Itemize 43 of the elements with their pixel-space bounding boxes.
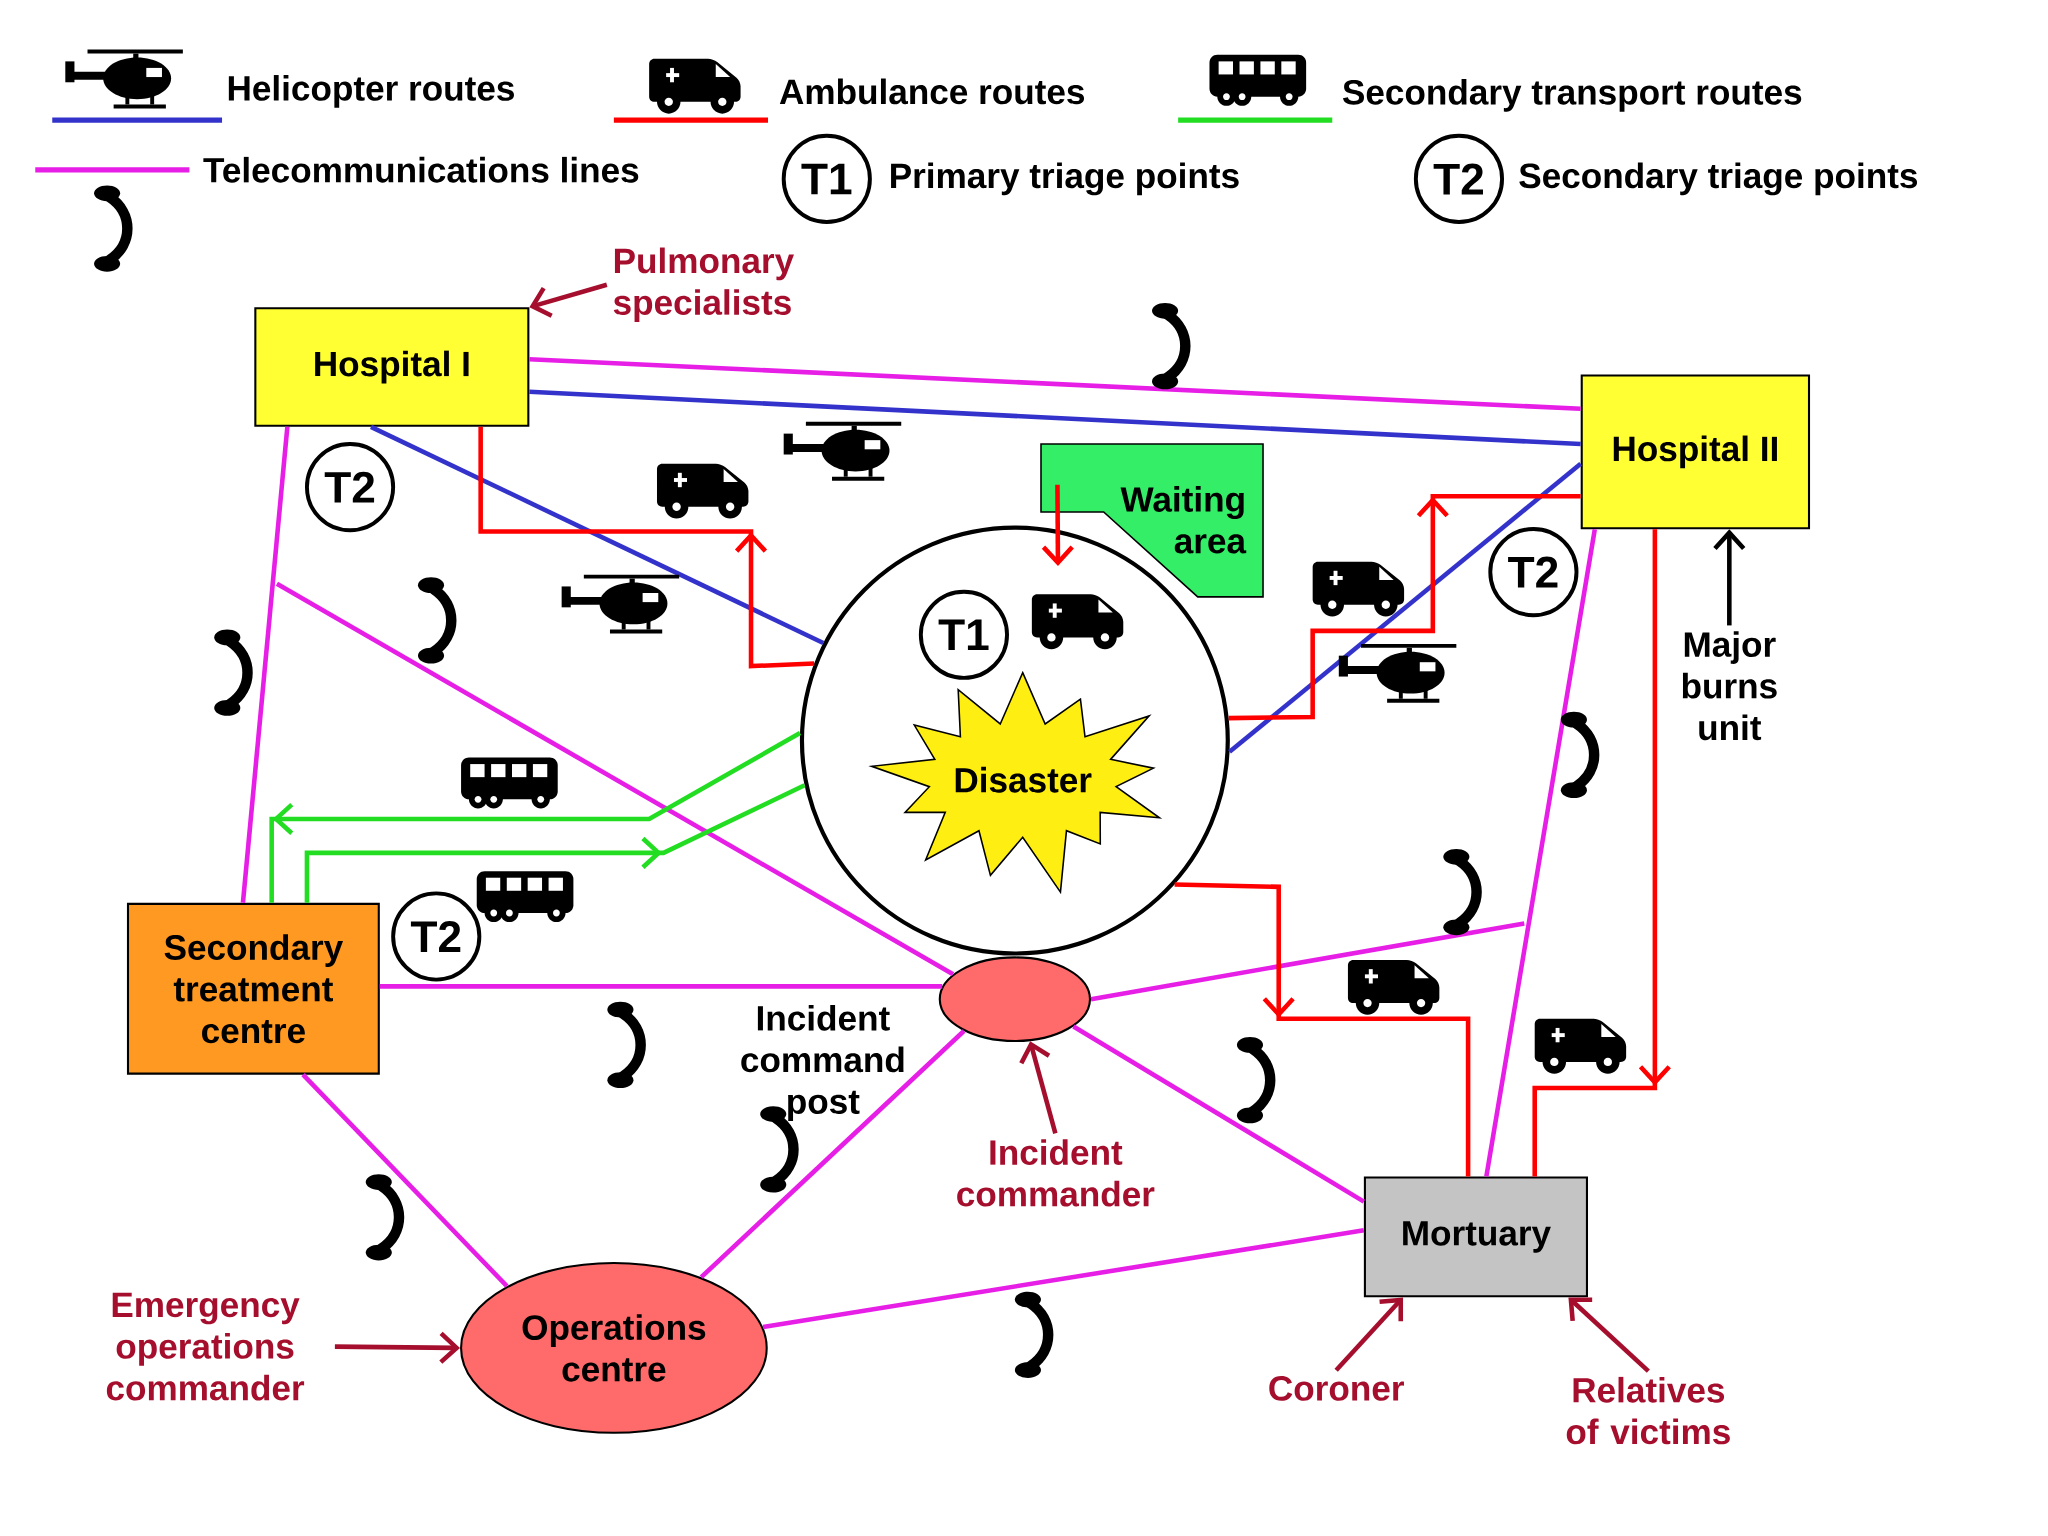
telecom-line: [240, 426, 290, 903]
annotation-text: Relatives of victims: [1566, 1376, 1730, 1445]
legend-text: Primary triage points: [891, 162, 1239, 196]
hospital-box: Hospital II: [1580, 374, 1811, 530]
telecom-line: [762, 1228, 1365, 1330]
legend-text: Secondary triage points: [1519, 162, 1918, 196]
legend-text: Ambulance routes: [779, 78, 1085, 105]
hospital-box: Hospital I: [254, 307, 530, 427]
annotation-text: Incident commander: [957, 1139, 1155, 1207]
helicopter-route: [1228, 461, 1583, 754]
annotation-text: Pulmonary specialists: [613, 247, 794, 322]
leader-arrow: [1334, 1297, 1404, 1372]
legend-text: Helicopter routes: [228, 75, 514, 108]
leader-arrow: [1713, 529, 1746, 626]
ambulance-route: [1174, 882, 1471, 1177]
telecom-line: [275, 581, 955, 977]
ambulance-route: [478, 426, 815, 669]
helicopter-route: [529, 389, 1581, 447]
telecom-line: [1484, 529, 1598, 1177]
telecom-line: [1072, 1024, 1366, 1204]
transport-route: [304, 783, 806, 903]
telecom-line: [301, 1073, 509, 1288]
telecom-line: [1090, 921, 1525, 1002]
telecom-line: [699, 1029, 966, 1279]
telecom-line: [529, 356, 1581, 412]
legend-text: Telecommunications lines: [203, 156, 639, 183]
leader-arrow: [1019, 1041, 1058, 1135]
telecom-line: [379, 984, 943, 989]
transport-route: [269, 731, 802, 903]
arrow: [1041, 484, 1074, 567]
node-caption: Incident command post: [741, 1004, 904, 1121]
leader-arrow: [334, 1331, 461, 1364]
treatment-centre-box: Secondary treatment centre: [126, 902, 380, 1075]
legend-text: Secondary transport routes: [1342, 78, 1802, 112]
waiting-area-box: Waiting area: [1040, 443, 1264, 598]
mortuary-box: Mortuary: [1363, 1176, 1588, 1298]
leader-arrow: [1568, 1297, 1650, 1373]
annotation-text: Emergency operations commander: [106, 1292, 305, 1401]
annotation-text: Major burns unit: [1682, 631, 1777, 741]
annotation-text: Coroner: [1269, 1376, 1404, 1401]
ambulance-route: [1532, 529, 1671, 1177]
ambulance-route: [1228, 494, 1581, 721]
leader-arrow: [529, 282, 608, 318]
